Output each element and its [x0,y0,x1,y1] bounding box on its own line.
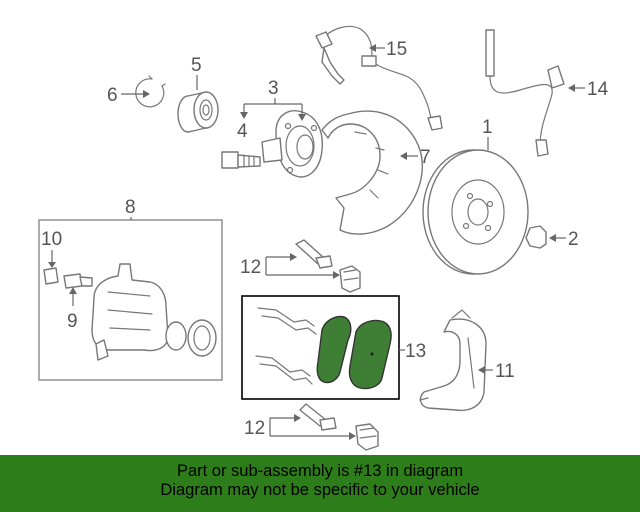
part-12-guide-pin-lower[interactable] [299,403,379,451]
part-7-splash-shield[interactable] [321,110,423,235]
part-8-caliper-assembly[interactable] [38,219,223,381]
svg-text:6: 6 [107,85,118,106]
brake-pad-inner [316,315,352,384]
part-9-bleeder-screw[interactable] [63,273,93,289]
callout-5: 5 [191,55,202,90]
callout-7: 7 [400,147,431,168]
callout-12-upper: 12 [240,253,340,279]
part-5-wheel-bearing[interactable] [177,91,219,133]
svg-text:1: 1 [482,117,493,138]
highlight-box [241,295,400,400]
part-6-snap-ring[interactable] [135,75,166,108]
callout-9: 9 [67,287,78,332]
svg-text:13: 13 [405,341,426,362]
banner-line-1: Part or sub-assembly is #13 in diagram [176,462,464,480]
svg-text:3: 3 [268,78,279,99]
banner-line-2: Diagram may not be specific to your vehi… [160,481,480,499]
callout-14: 14 [568,79,609,100]
parts-diagram: 6 5 3 4 [38,25,609,451]
part-1-brake-rotor[interactable] [422,149,529,275]
part-4-wheel-stud[interactable] [221,151,261,169]
brake-pad-outer [348,319,392,390]
callout-8: 8 [125,197,136,220]
svg-text:14: 14 [587,79,609,100]
svg-text:12: 12 [244,418,265,439]
svg-text:8: 8 [125,197,136,218]
svg-text:10: 10 [41,229,62,250]
svg-text:12: 12 [240,257,261,278]
part-14-brake-hose[interactable] [485,29,565,157]
part-15-wheel-speed-sensor[interactable] [315,25,443,131]
callout-1: 1 [482,117,493,150]
callout-15: 15 [369,39,407,60]
info-banner: Part or sub-assembly is #13 in diagram D… [0,455,640,512]
callout-6: 6 [107,85,150,106]
svg-text:4: 4 [237,121,248,142]
callout-3: 3 [240,78,306,121]
svg-text:5: 5 [191,55,202,76]
part-10-bleeder-cap[interactable] [43,267,59,285]
part-13-brake-pad-kit[interactable] [241,295,400,400]
callout-10: 10 [41,229,62,268]
part-12-guide-pin-upper[interactable] [295,239,361,293]
svg-text:2: 2 [568,229,579,250]
callout-2: 2 [549,229,579,250]
callout-11: 11 [478,361,515,382]
svg-text:15: 15 [386,39,407,60]
svg-text:7: 7 [420,147,431,168]
svg-text:9: 9 [67,311,78,332]
part-11-caliper-bracket[interactable] [419,309,487,412]
callout-4: 4 [237,121,248,142]
svg-text:11: 11 [495,361,515,382]
part-3-wheel-hub[interactable] [261,110,323,178]
part-2-nut[interactable] [525,225,547,249]
callout-12-lower: 12 [244,414,356,440]
callout-13: 13 [399,341,426,362]
